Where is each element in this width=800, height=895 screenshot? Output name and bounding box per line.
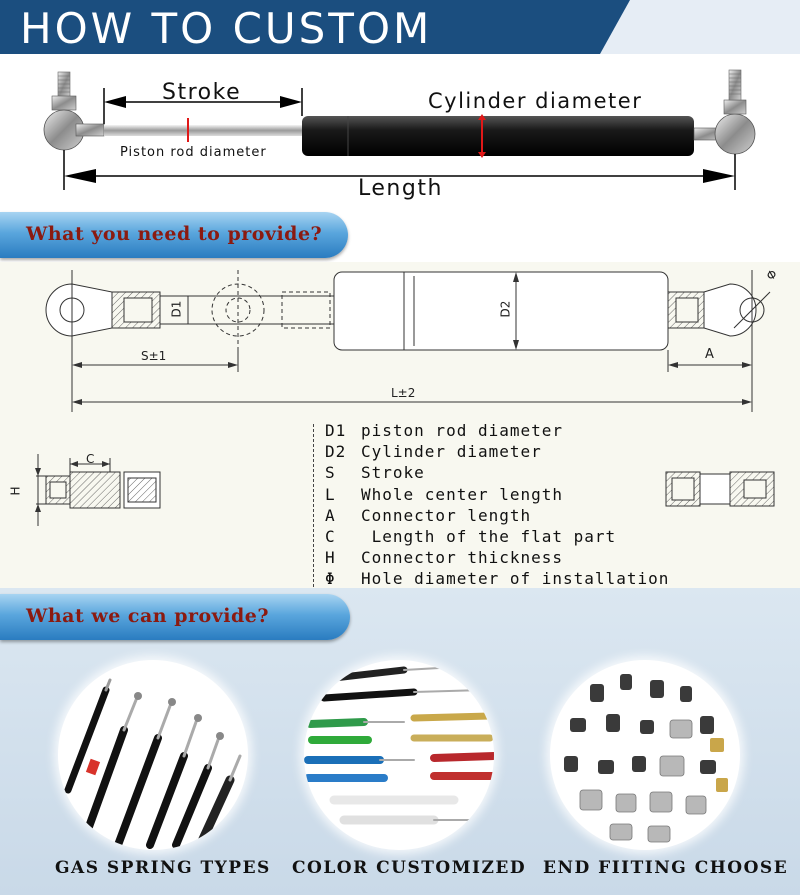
label-d2: D2 [498, 300, 513, 318]
threaded-connector-drawing [665, 471, 775, 507]
header-banner: HOW TO CUSTOM [0, 0, 800, 58]
label-d1: D1 [169, 300, 184, 318]
section-title-provide: What you need to provide? [26, 223, 323, 245]
legend-divider [313, 424, 314, 592]
left-ball-joint [43, 71, 105, 151]
label-a: A [705, 347, 714, 362]
technical-drawing [45, 270, 771, 412]
end-fittings-image [550, 660, 740, 850]
label-l: L±2 [391, 386, 416, 400]
section-banner-offer: What we can provide? [0, 594, 350, 640]
label-s: S±1 [141, 349, 167, 363]
flat-connector-drawing [35, 454, 161, 526]
section-title-offer: What we can provide? [26, 605, 269, 627]
label-h: H [8, 486, 23, 496]
stroke-label: Stroke [162, 80, 242, 105]
gas-spring-photo [43, 69, 756, 190]
section-banner-provide: What you need to provide? [0, 212, 348, 258]
gas-spring-types-image [58, 660, 248, 850]
header-band [0, 0, 640, 54]
stroke-dimension [103, 88, 303, 124]
legend-row: C Length of the flat part [325, 527, 617, 547]
length-label: Length [358, 176, 443, 201]
cylinder-body [302, 116, 694, 156]
cylinder-diameter-label: Cylinder diameter [428, 89, 643, 113]
length-dimension [63, 150, 736, 190]
caption-color-customized: COLOR CUSTOMIZED [292, 858, 527, 878]
caption-gas-spring-types: GAS SPRING TYPES [55, 858, 271, 878]
label-c: C [86, 452, 95, 466]
piston-rod-diameter-label: Piston rod diameter [120, 145, 267, 160]
right-ball-joint [693, 69, 756, 155]
piston-rod [104, 125, 306, 136]
color-customized-image [304, 660, 494, 850]
header-band-accent [600, 0, 800, 54]
caption-end-fitting-choose: END FIITING CHOOSE [543, 858, 789, 878]
page-title: HOW TO CUSTOM [20, 4, 433, 53]
